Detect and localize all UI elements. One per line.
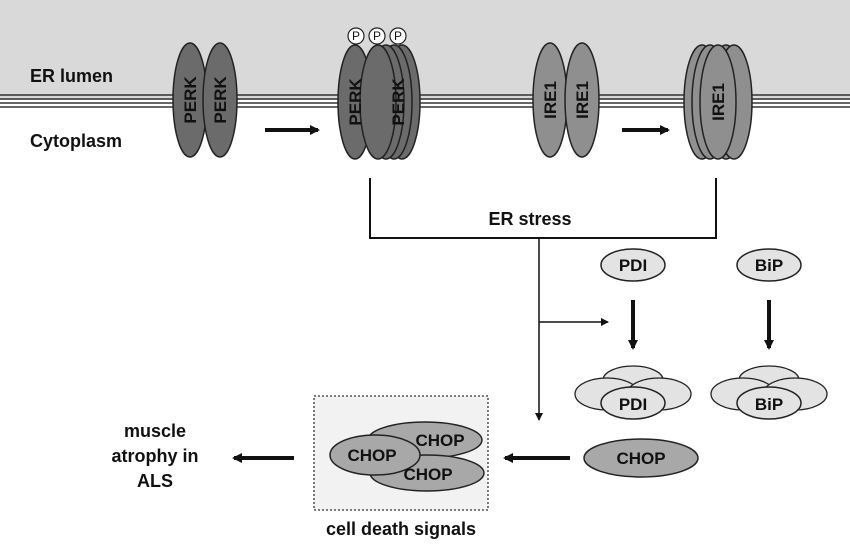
svg-text:P: P [352,29,360,43]
ire1-dimer-inactive: IRE1 IRE1 [532,42,600,158]
chop-cluster: CHOP CHOP CHOP [329,421,485,492]
perk-label: PERK [211,76,230,124]
pdi-label: PDI [619,395,647,414]
svg-text:P: P [394,29,402,43]
chop-label: CHOP [415,431,464,450]
er-stress-label: ER stress [488,209,571,229]
chop-label: CHOP [616,449,665,468]
svg-text:ALS: ALS [137,471,173,491]
er-lumen-label: ER lumen [30,66,113,86]
ire1-monomer [699,44,737,160]
ire1-label: IRE1 [541,81,560,119]
bip-label: BiP [755,395,783,414]
bip-cluster: BiP [710,365,828,420]
perk-label: PERK [346,78,365,126]
phosphate-group: P [368,27,386,45]
perk-label: PERK [181,76,200,124]
phosphate-group: P [389,27,407,45]
ire1-label: IRE1 [709,83,728,121]
perk-label: PERK [389,78,408,126]
ire1-monomer [564,42,600,158]
phosphate-group: P [347,27,365,45]
perk-oligomer-active: PERK PERK P P P [337,27,421,160]
pdi-cluster: PDI [574,365,692,420]
perk-monomer [359,44,397,160]
cytoplasm-label: Cytoplasm [30,131,122,151]
pdi-monomer: PDI [600,248,666,282]
svg-text:P: P [373,29,381,43]
cell-death-label: cell death signals [326,519,476,539]
perk-monomer [202,42,238,158]
svg-text:muscle: muscle [124,421,186,441]
ire1-oligomer-active: IRE1 [683,44,753,160]
perk-dimer-inactive: PERK PERK [172,42,238,158]
bip-label: BiP [755,256,783,275]
svg-text:atrophy in: atrophy in [111,446,198,466]
outcome-label: muscle atrophy in ALS [111,421,198,491]
er-stress-bracket [369,178,717,239]
chop-label: CHOP [347,446,396,465]
bip-monomer: BiP [736,248,802,282]
chop-monomer: CHOP [583,438,699,478]
ire1-label: IRE1 [573,81,592,119]
pdi-label: PDI [619,256,647,275]
chop-label: CHOP [403,465,452,484]
